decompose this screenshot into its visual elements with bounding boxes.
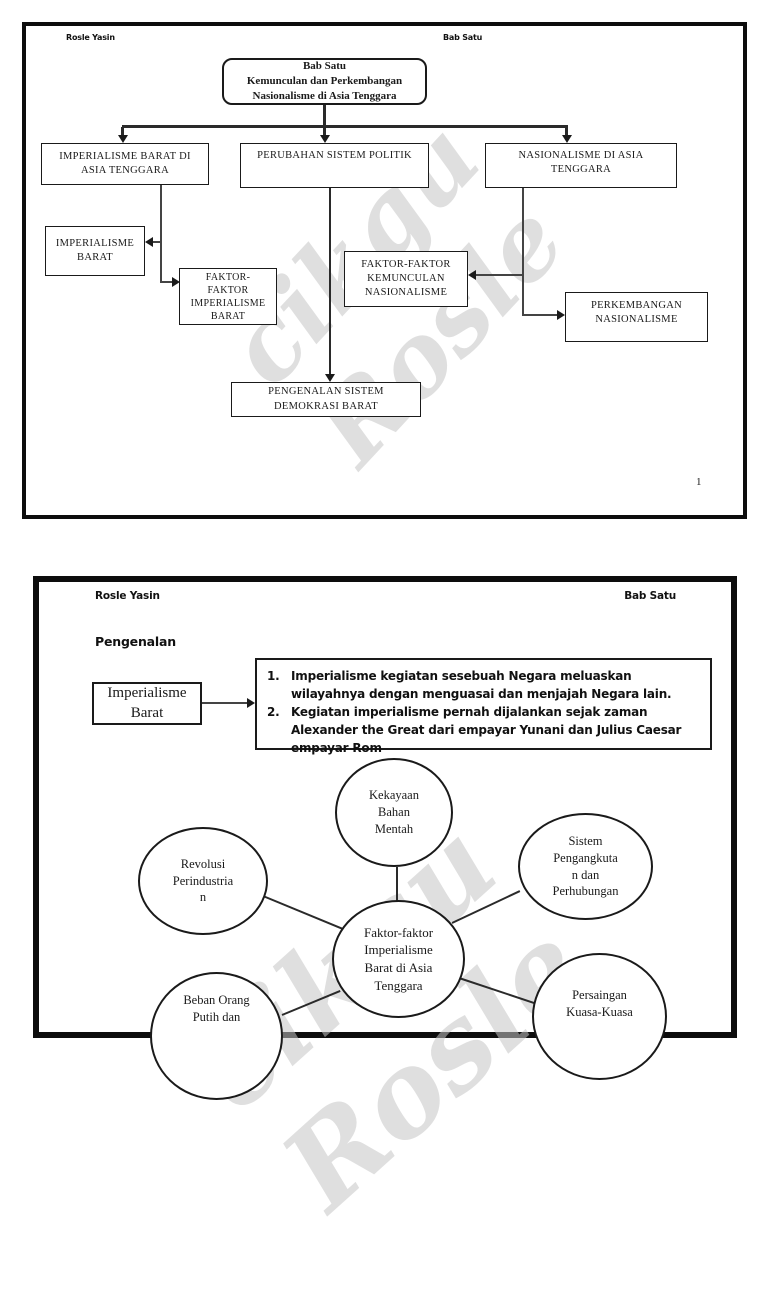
box-imperialisme-barat-term: Imperialisme Barat xyxy=(92,682,202,725)
connector-mid-vertical xyxy=(329,188,331,374)
definition-box: 1. Imperialisme kegiatan sesebuah Negara… xyxy=(255,658,712,755)
document-page-1: cikgu Rosle Rosle Yasin Bab Satu Bab Sat… xyxy=(22,22,747,519)
connector-revolusi-center xyxy=(262,895,344,931)
box-pengenalan-sistem-demokrasi: PENGENALAN SISTEM DEMOKRASI BARAT xyxy=(231,382,421,417)
page-header-chapter: Bab Satu xyxy=(443,33,483,42)
page-number: 1 xyxy=(696,476,702,488)
box-imperialisme-barat: IMPERIALISME BARAT xyxy=(45,226,145,276)
connector-right-bend xyxy=(522,314,558,316)
arrowhead-down-mid xyxy=(319,135,330,143)
page-header-chapter: Bab Satu xyxy=(624,590,676,602)
box-faktor-faktor-kemunculan-nasionalisme: FAKTOR-FAKTOR KEMUNCULAN NASIONALISME xyxy=(344,251,468,307)
node-faktor-faktor-center: Faktor-faktor Imperialisme Barat di Asia… xyxy=(332,900,465,1018)
connector-left-bend xyxy=(160,281,172,283)
node-kekayaan-bahan-mentah: Kekayaan Bahan Mentah xyxy=(335,758,453,867)
node-beban-orang-putih: Beban Orang Putih dan xyxy=(150,972,283,1100)
arrowhead-right-perkembangan xyxy=(557,310,565,320)
definition-item-number: 1. xyxy=(267,669,280,683)
connector-term-arrow xyxy=(202,702,248,704)
definition-item-text: Kegiatan imperialisme pernah dijalankan … xyxy=(291,705,682,755)
chart-title-box: Bab Satu Kemunculan dan Perkembangan Nas… xyxy=(222,58,427,105)
node-persaingan-kuasa: Persaingan Kuasa-Kuasa xyxy=(532,953,667,1080)
definition-item: 1. Imperialisme kegiatan sesebuah Negara… xyxy=(267,667,702,703)
definition-item-number: 2. xyxy=(267,705,280,719)
connector-right-branch xyxy=(476,274,524,276)
node-revolusi-perindustrian: Revolusi Perindustria n xyxy=(138,827,268,935)
definition-item-text: Imperialisme kegiatan sesebuah Negara me… xyxy=(291,669,672,701)
connector-beban-center xyxy=(281,989,341,1016)
definition-item: 2. Kegiatan imperialisme pernah dijalank… xyxy=(267,703,702,757)
page-header-author: Rosle Yasin xyxy=(95,590,160,602)
connector-kekayaan-center xyxy=(396,867,398,901)
box-imperialisme-barat-asia-tenggara: IMPERIALISME BARAT DI ASIA TENGGARA xyxy=(41,143,209,185)
box-perkembangan-nasionalisme: PERKEMBANGAN NASIONALISME xyxy=(565,292,708,342)
box-faktor-faktor-imperialisme-barat: FAKTOR- FAKTOR IMPERIALISME BARAT xyxy=(179,268,277,325)
connector-title-stub xyxy=(323,105,326,126)
connector-horizontal-bar xyxy=(122,125,568,128)
connector-left-branch xyxy=(152,241,162,243)
document-page-2: cikgu Rosle Rosle Yasin Bab Satu Pengena… xyxy=(33,576,737,1236)
box-nasionalisme-asia-tenggara: NASIONALISME DI ASIA TENGGARA xyxy=(485,143,677,188)
arrowhead-down-left xyxy=(117,135,128,143)
node-sistem-pengangkutan: Sistem Pengangkuta n dan Perhubungan xyxy=(518,813,653,920)
connector-left-vertical xyxy=(160,185,162,283)
connector-drop-mid xyxy=(323,127,326,136)
document-viewer: { "colors": { "ink": "#1a1a1a", "page_bo… xyxy=(22,22,747,1236)
arrowhead-left-kemunculan xyxy=(468,270,476,280)
connector-drop-right xyxy=(565,127,568,136)
connector-sistem-center xyxy=(451,890,521,924)
connector-persaingan-center xyxy=(455,976,538,1006)
connector-right-vertical xyxy=(522,188,524,316)
arrowhead-down-pengenalan xyxy=(325,374,335,382)
page-header-author: Rosle Yasin xyxy=(66,33,115,42)
box-perubahan-sistem-politik: PERUBAHAN SISTEM POLITIK xyxy=(240,143,429,188)
section-heading: Pengenalan xyxy=(95,634,176,649)
arrowhead-right-definition xyxy=(247,698,255,708)
arrowhead-down-right xyxy=(561,135,572,143)
arrowhead-left-imperialisme xyxy=(145,237,153,247)
arrowhead-right-faktor xyxy=(172,277,180,287)
connector-drop-left xyxy=(121,127,124,136)
